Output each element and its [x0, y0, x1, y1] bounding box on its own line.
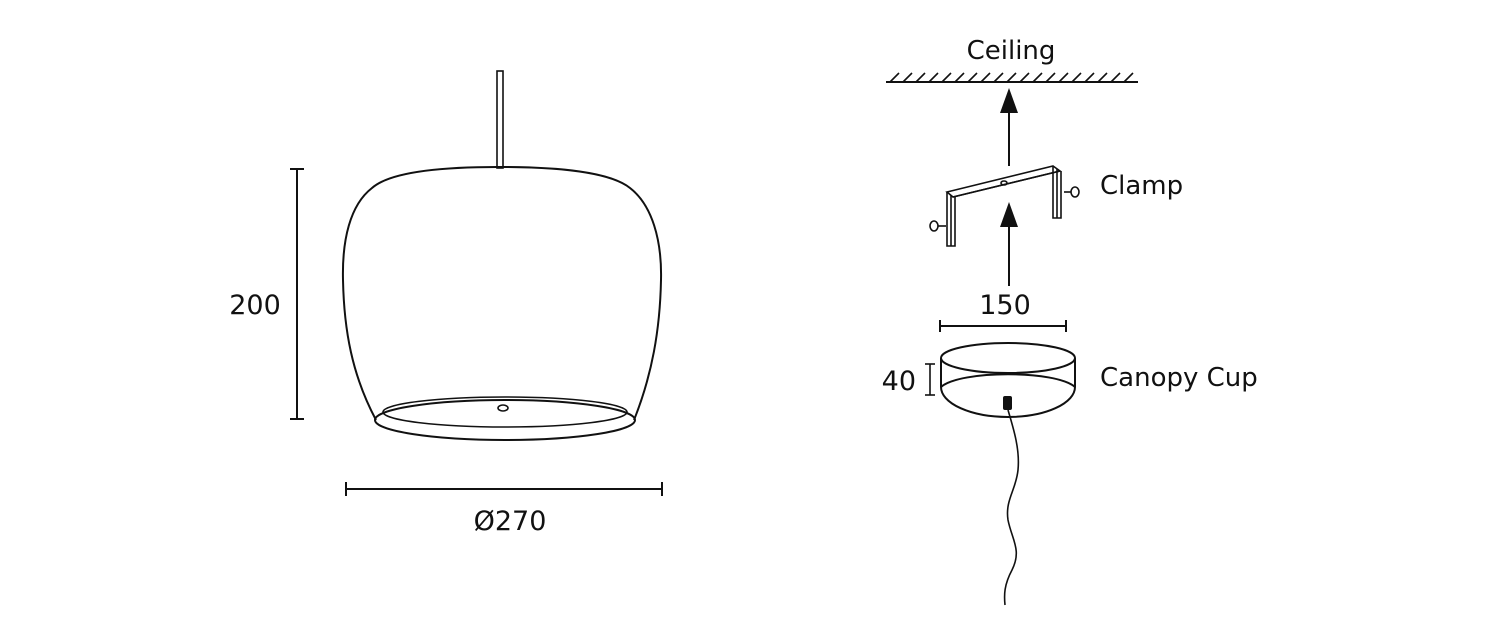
hatch-mark	[889, 72, 900, 83]
diffuser-disc	[382, 396, 628, 428]
hatch-mark	[1058, 72, 1069, 83]
canopy-label: Canopy Cup	[1100, 363, 1258, 393]
pendant-lamp	[341, 70, 663, 441]
hatch-mark	[941, 72, 952, 83]
hatch-mark	[1032, 72, 1043, 83]
clamp-label: Clamp	[1100, 171, 1183, 201]
ceiling: Ceiling	[886, 36, 1138, 83]
lamp-shade	[341, 166, 663, 421]
diameter-dimension: Ø270	[345, 482, 663, 537]
canopy-height-dimension: 40	[882, 363, 935, 397]
hatch-mark	[1123, 72, 1134, 83]
shade-bottom-rim	[374, 399, 636, 441]
hatch-mark	[1071, 72, 1082, 83]
canopy-height-label: 40	[882, 366, 916, 397]
mounting-clamp	[929, 165, 1080, 247]
clamp-width-dimension: 150	[939, 290, 1067, 332]
arrow-to-clamp	[1000, 202, 1018, 286]
diameter-dimension-label: Ø270	[474, 506, 547, 537]
hatch-mark	[902, 72, 913, 83]
hatch-mark	[1084, 72, 1095, 83]
height-dimension: 200	[229, 168, 304, 420]
power-cable	[1003, 409, 1020, 606]
hatch-mark	[993, 72, 1004, 83]
hatch-mark	[1019, 72, 1030, 83]
canopy-cup	[940, 342, 1076, 418]
canopy-top	[940, 342, 1076, 374]
arrow-to-ceiling	[1000, 88, 1018, 166]
clamp-screw-left	[929, 220, 946, 232]
hatch-mark	[928, 72, 939, 83]
hatch-mark	[954, 72, 965, 83]
hatch-mark	[980, 72, 991, 83]
height-dimension-label: 200	[229, 290, 281, 321]
clamp-screw-right	[1064, 186, 1080, 198]
hatch-mark	[1006, 72, 1017, 83]
hatch-mark	[1097, 72, 1108, 83]
hatch-mark	[1110, 72, 1121, 83]
ceiling-label: Ceiling	[967, 36, 1056, 66]
ceiling-hatch	[889, 72, 1134, 83]
cable-gland	[1003, 396, 1012, 410]
clamp-width-label: 150	[979, 290, 1031, 321]
hatch-mark	[1045, 72, 1056, 83]
center-screw	[497, 404, 509, 412]
suspension-rod	[496, 70, 504, 169]
hatch-mark	[915, 72, 926, 83]
hatch-mark	[967, 72, 978, 83]
